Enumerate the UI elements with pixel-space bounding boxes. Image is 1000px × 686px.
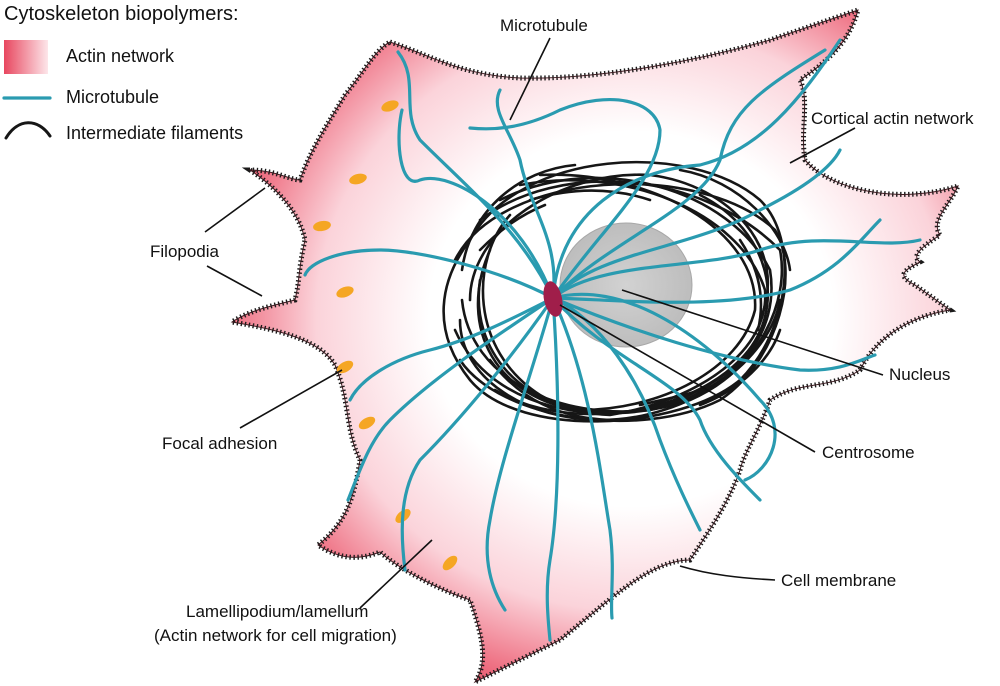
focal-adhesion	[442, 555, 458, 571]
legend-label-intermediate-filaments: Intermediate filaments	[66, 123, 243, 143]
leader-filopodia-top	[204, 187, 266, 233]
label-nucleus: Nucleus	[889, 365, 950, 384]
actin-gradient-swatch-icon	[4, 40, 48, 74]
cell-membrane-outline	[230, 9, 959, 684]
labels: Microtubule Cortical actin network Filop…	[150, 16, 974, 645]
focal-adhesion	[336, 286, 354, 298]
leader-lines	[204, 37, 884, 609]
leader-focal-adhesion	[239, 369, 343, 429]
label-lamellipodium: Lamellipodium/lamellum	[186, 602, 368, 621]
focal-adhesion	[358, 416, 376, 430]
label-microtubule: Microtubule	[500, 16, 588, 35]
label-cortical-actin-network: Cortical actin network	[811, 109, 974, 128]
leader-cortical-actin	[789, 127, 856, 164]
label-focal-adhesion: Focal adhesion	[162, 434, 277, 453]
leader-filopodia-bottom	[206, 265, 263, 297]
legend: Cytoskeleton biopolymers: Actin network …	[2, 3, 243, 143]
centrosome	[543, 281, 563, 317]
leader-lamellipodium	[359, 539, 433, 609]
focal-adhesion	[381, 100, 399, 112]
cell-body	[232, 10, 958, 682]
focal-adhesion	[313, 220, 331, 232]
filament-curve-icon	[4, 121, 52, 140]
label-cell-membrane: Cell membrane	[781, 571, 896, 590]
label-centrosome: Centrosome	[822, 443, 915, 462]
label-filopodia: Filopodia	[150, 242, 220, 261]
leader-cell-membrane	[679, 565, 776, 581]
cell	[225, 6, 963, 686]
legend-label-actin: Actin network	[66, 46, 175, 66]
leader-microtubule	[509, 37, 551, 121]
leader-centrosome	[559, 304, 816, 453]
leader-nucleus	[621, 289, 884, 376]
microtubules	[303, 38, 922, 642]
legend-label-microtubule: Microtubule	[66, 87, 159, 107]
focal-adhesion	[349, 173, 367, 185]
legend-title: Cytoskeleton biopolymers:	[4, 3, 239, 25]
intermediate-filaments	[442, 160, 792, 423]
label-lamellipodium-sub: (Actin network for cell migration)	[154, 626, 397, 645]
